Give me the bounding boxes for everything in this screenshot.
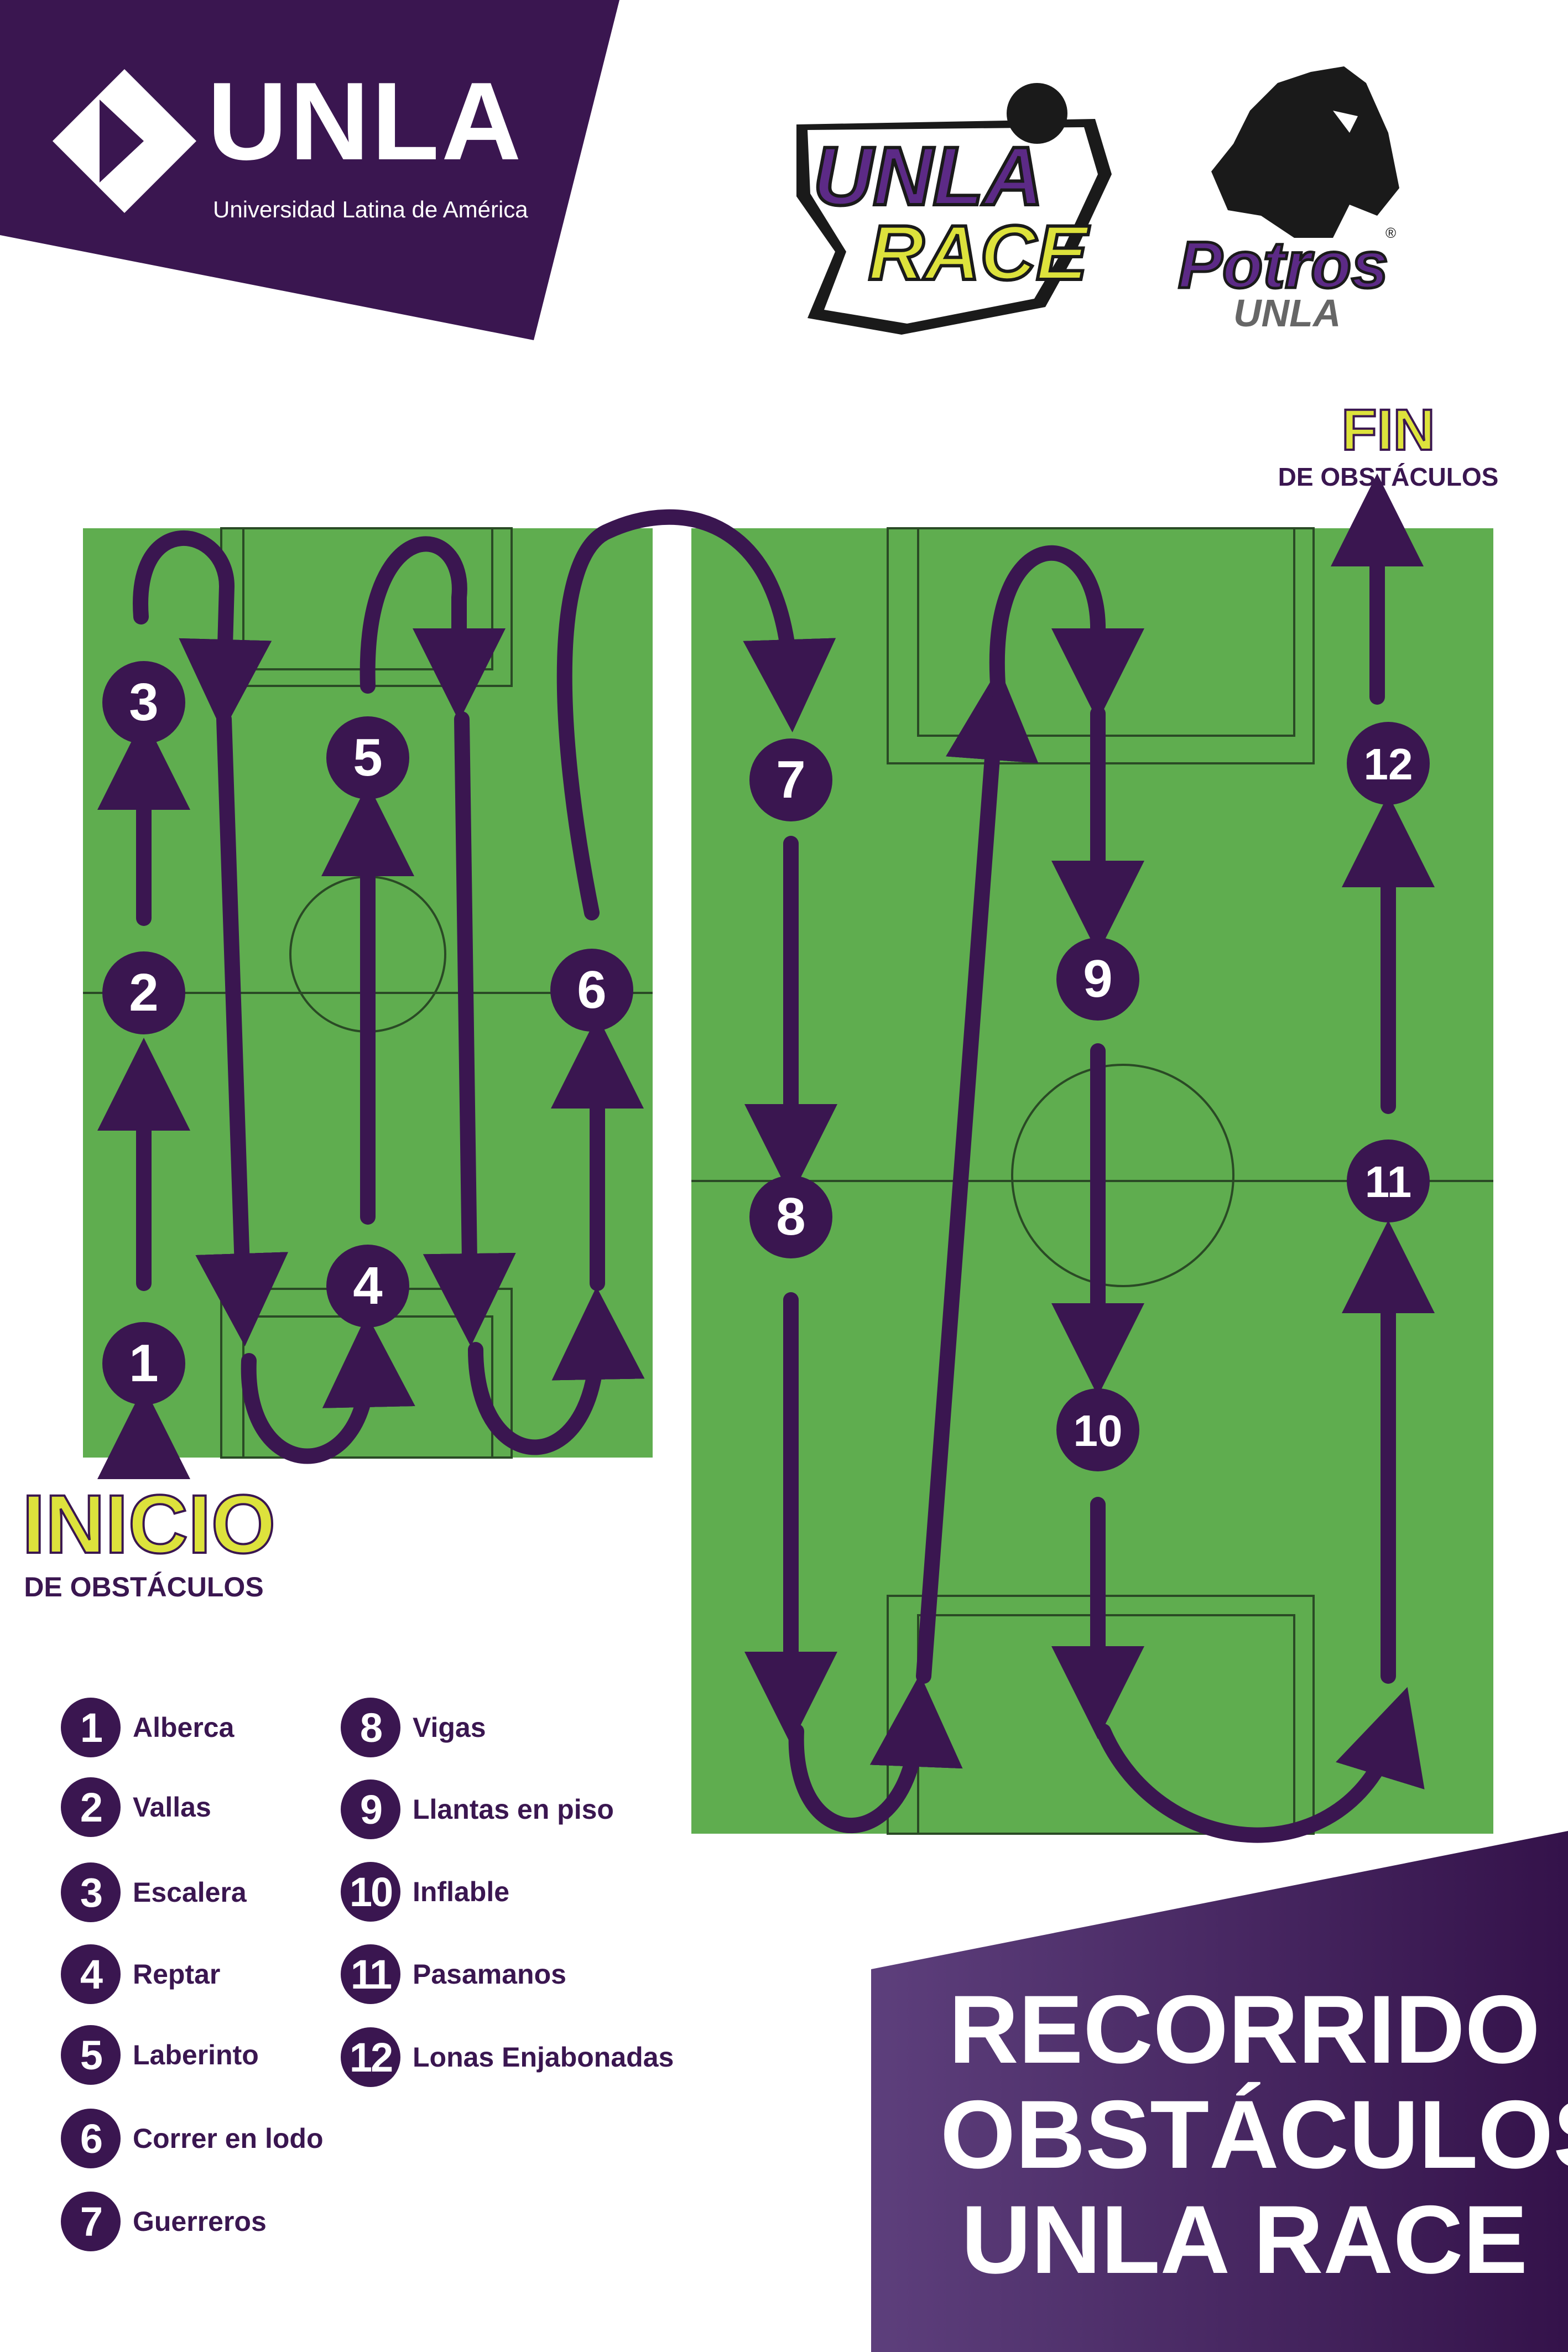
- unla-logo-icon: [53, 69, 196, 213]
- legend-label: Llantas en piso: [413, 1794, 614, 1825]
- legend-number: 6: [61, 2109, 121, 2168]
- finish-title: FIN: [1340, 398, 1436, 462]
- station-6: 6: [577, 960, 606, 1019]
- legend-number: 5: [61, 2025, 121, 2085]
- finish-subtitle: DE OBSTÁCULOS: [1278, 462, 1499, 491]
- race-logo-line2: RACE: [868, 209, 1090, 296]
- legend-item: 8 Vigas: [341, 1694, 486, 1761]
- legend-number: 10: [341, 1862, 400, 1922]
- legend-label: Vigas: [413, 1712, 486, 1743]
- station-7: 7: [776, 750, 805, 809]
- station-5: 5: [353, 728, 382, 787]
- start-subtitle: DE OBSTÁCULOS: [24, 1572, 264, 1602]
- station-markers: [102, 661, 1430, 1471]
- legend-item: 4 Reptar: [61, 1941, 220, 2007]
- legend-label: Lonas Enjabonadas: [413, 2042, 674, 2073]
- legend-label: Inflable: [413, 1876, 510, 1907]
- legend-number: 7: [61, 2192, 121, 2251]
- race-logo-line1: UNLA: [813, 129, 1044, 222]
- registered-mark: ®: [1385, 225, 1396, 241]
- legend-label: Guerreros: [133, 2206, 267, 2237]
- station-10: 10: [1074, 1406, 1123, 1455]
- potros-logo: Potros UNLA ®: [1177, 66, 1399, 335]
- legend-item: 7 Guerreros: [61, 2188, 267, 2255]
- course-path: [97, 473, 1435, 1843]
- legend-item: 3 Escalera: [61, 1859, 247, 1926]
- station-3: 3: [129, 673, 158, 732]
- legend-number: 9: [341, 1779, 400, 1839]
- legend-number: 4: [61, 1944, 121, 2004]
- legend-number: 11: [341, 1944, 400, 2004]
- brand-subtitle: Universidad Latina de América: [213, 196, 528, 222]
- legend-item: 9 Llantas en piso: [341, 1776, 614, 1843]
- station-4: 4: [353, 1256, 382, 1315]
- station-9: 9: [1083, 949, 1112, 1008]
- station-2: 2: [129, 963, 158, 1022]
- legend-number: 1: [61, 1698, 121, 1757]
- station-11: 11: [1365, 1157, 1412, 1206]
- title-line-1: RECORRIDO: [949, 1976, 1540, 2084]
- title-line-2: OBSTÁCULOS: [940, 2081, 1568, 2189]
- legend-number: 12: [341, 2027, 400, 2087]
- potros-logo-line2: UNLA: [1233, 292, 1341, 335]
- station-numbers: 1 2 3 4 5 6 7 8 9 10 11 12: [129, 673, 1413, 1455]
- legend-label: Reptar: [133, 1959, 221, 1990]
- title-line-3: UNLA RACE: [961, 2186, 1528, 2294]
- legend-item: 10 Inflable: [341, 1859, 509, 1925]
- legend-number: 3: [61, 1862, 121, 1922]
- legend-number: 2: [61, 1777, 121, 1837]
- legend-label: Laberinto: [133, 2039, 259, 2070]
- title-panel: [871, 1831, 1568, 2352]
- legend-item: 5 Laberinto: [61, 2022, 259, 2088]
- legend-label: Escalera: [133, 1877, 247, 1908]
- legend-label: Vallas: [133, 1792, 211, 1823]
- start-title: INICIO: [21, 1477, 277, 1570]
- station-12: 12: [1364, 740, 1413, 789]
- legend-item: 6 Correr en lodo: [61, 2105, 323, 2172]
- horse-icon: [1211, 66, 1399, 238]
- legend-number: 8: [341, 1698, 400, 1757]
- station-1: 1: [129, 1334, 158, 1393]
- legend-label: Pasamanos: [413, 1959, 566, 1990]
- station-8: 8: [776, 1187, 805, 1246]
- legend-label: Alberca: [133, 1712, 235, 1743]
- legend-item: 1 Alberca: [61, 1694, 234, 1761]
- legend-label: Correr en lodo: [133, 2123, 324, 2154]
- poster-title: RECORRIDO OBSTÁCULOS UNLA RACE: [940, 1976, 1568, 2294]
- legend-item: 11 Pasamanos: [341, 1941, 566, 2007]
- potros-logo-line1: Potros: [1178, 228, 1388, 302]
- unla-race-logo: UNLA RACE: [796, 83, 1112, 335]
- legend-item: 12 Lonas Enjabonadas: [341, 2024, 674, 2090]
- brand-name: UNLA: [207, 60, 524, 183]
- legend-item: 2 Vallas: [61, 1774, 211, 1840]
